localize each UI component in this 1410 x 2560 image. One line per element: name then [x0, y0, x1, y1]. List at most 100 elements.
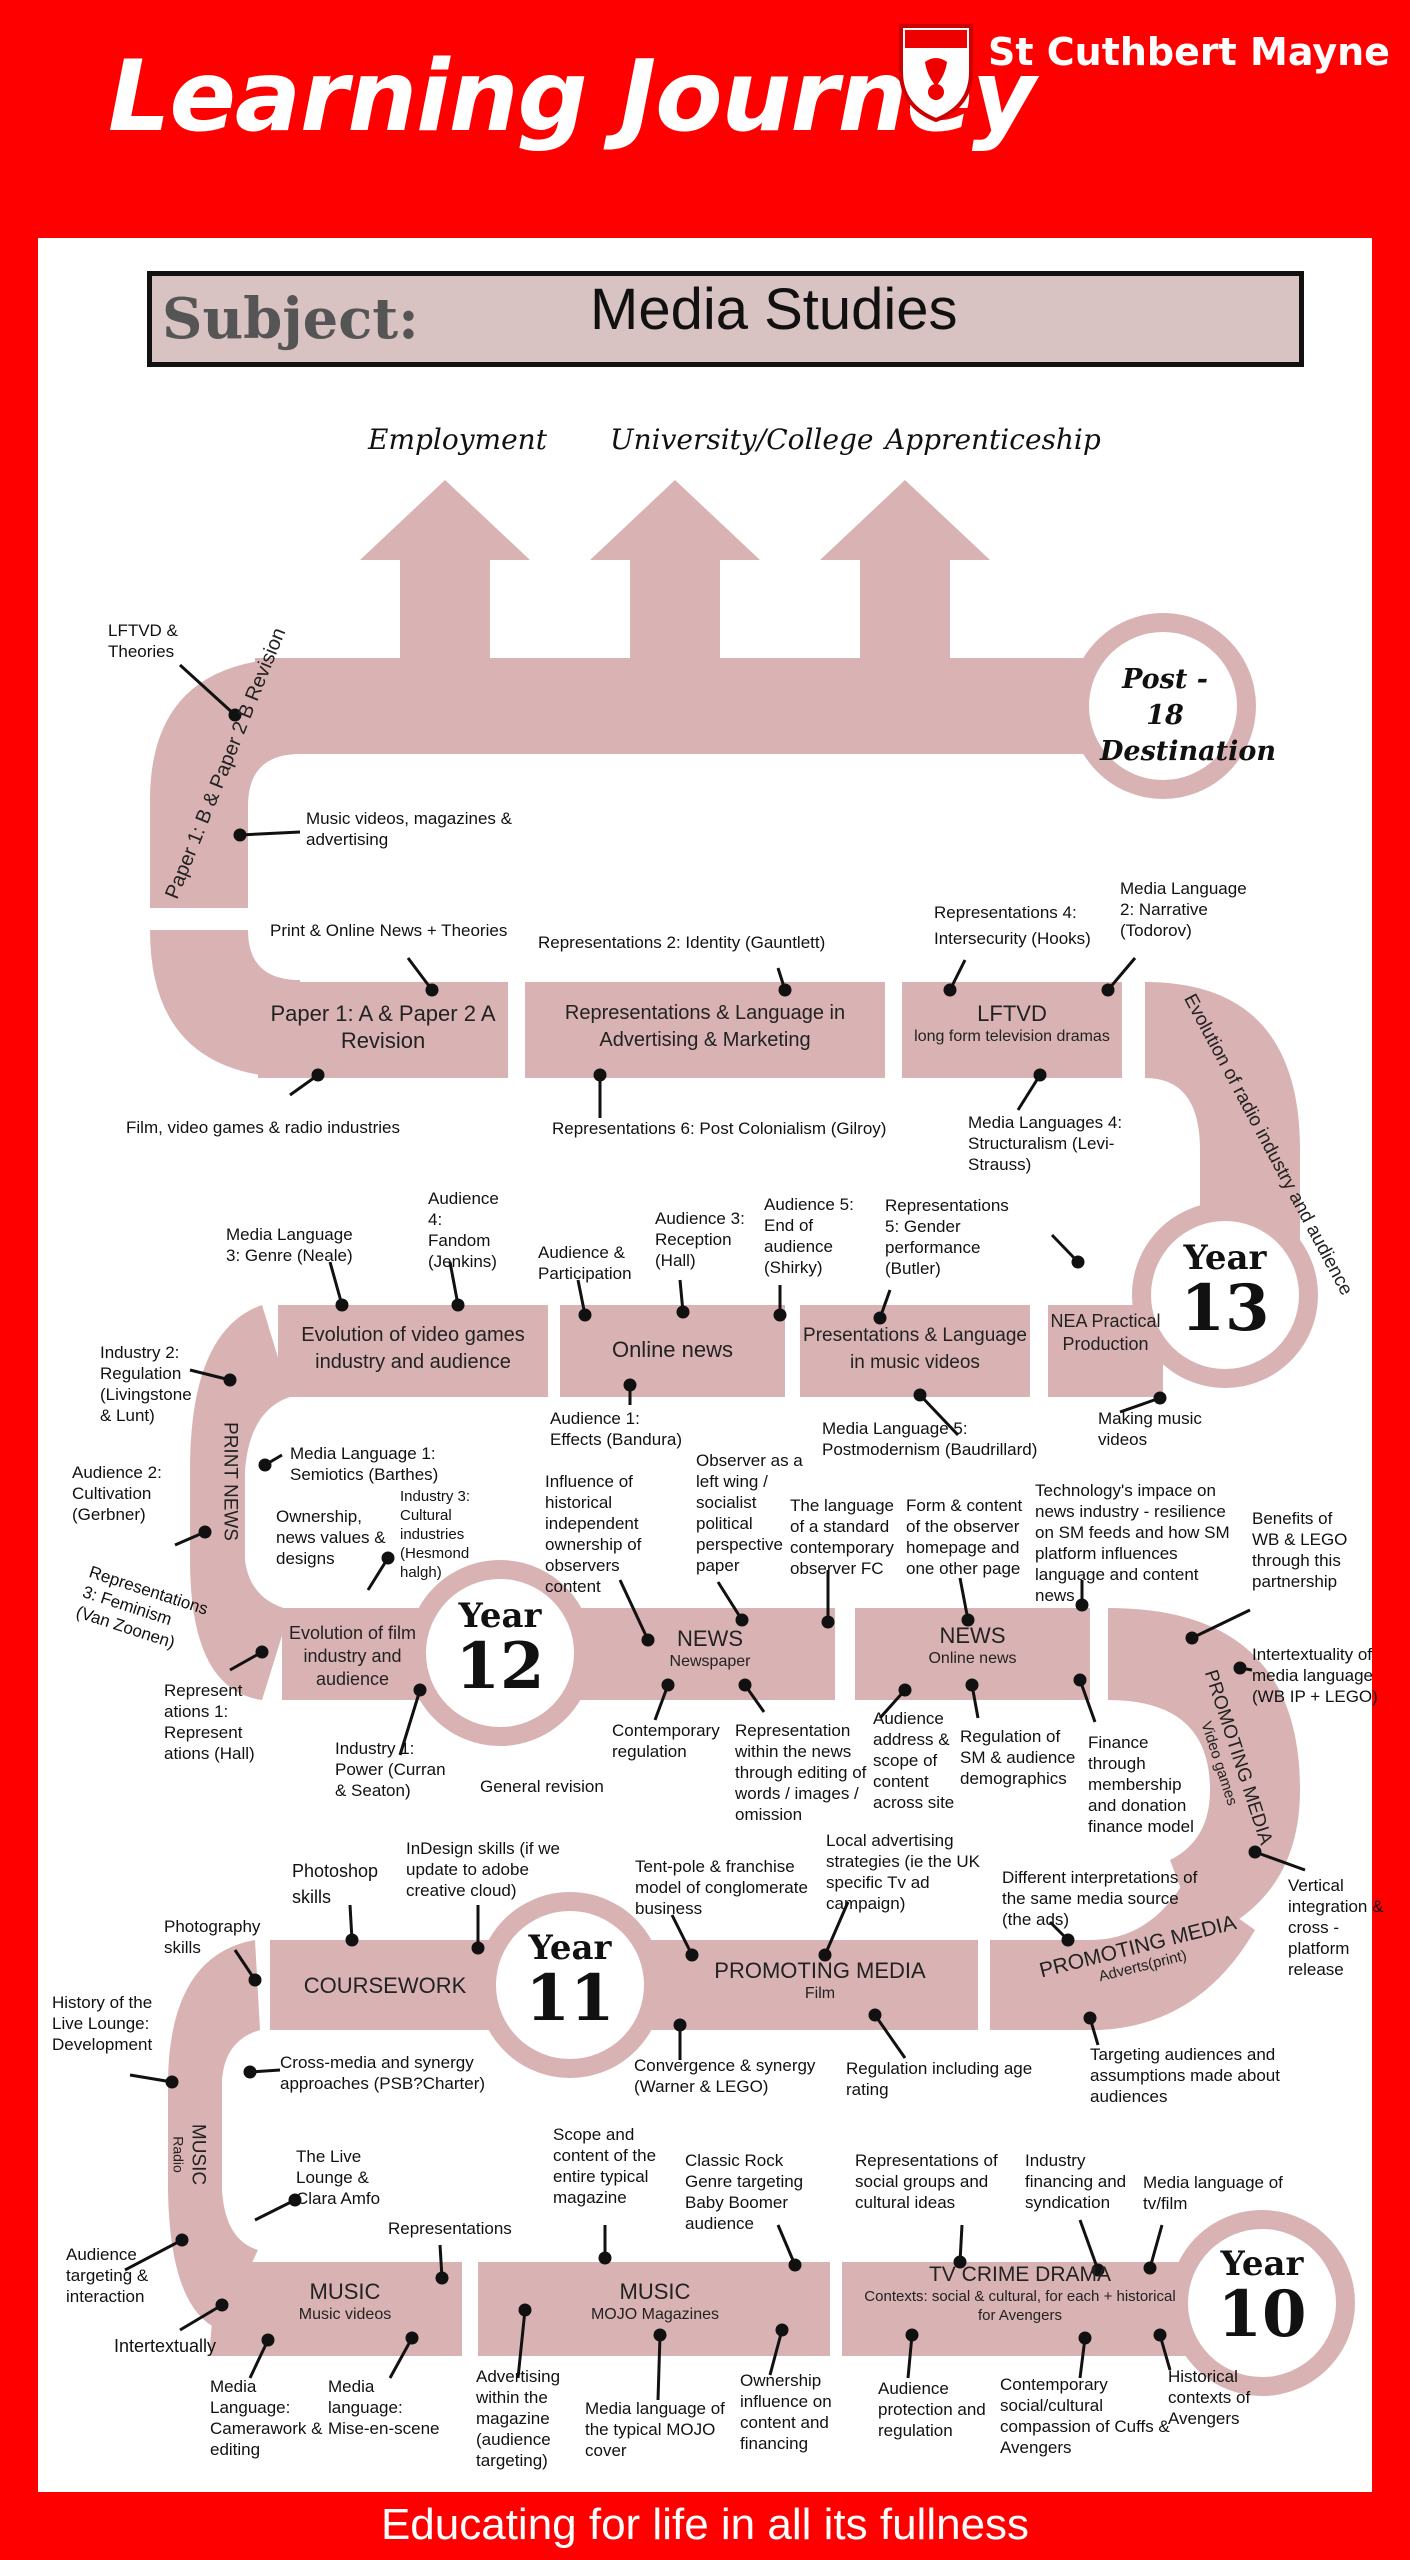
block-music-videos: Presentations & Language in music videos [803, 1325, 1027, 1373]
page-title: Learning Journey [108, 40, 1036, 154]
note-targeting-audiences: Targeting audiences and assumptions made… [1090, 2045, 1280, 2106]
block-online-news: Online news [611, 1337, 734, 1362]
note-representations-6: Representations 6: Post Colonialism (Gil… [552, 1119, 887, 1138]
note-audience-4: Audience 4: Fandom (Jenkins) [428, 1189, 499, 1271]
note-industry-1: Industry 1: Power (Curran & Seaton) [335, 1739, 446, 1800]
note-representations-social: Representations of social groups and cul… [855, 2151, 998, 2212]
note-history-live-lounge: History of the Live Lounge: Development [52, 1993, 153, 2054]
note-audience-targeting: Audience targeting & interaction [66, 2245, 149, 2306]
note-vertical-integration: Vertical integration & cross -platform r… [1288, 1876, 1384, 1979]
note-observer-homepage: Form & content of the observer homepage … [906, 1496, 1023, 1578]
note-local-advertising: Local advertising strategies (ie the UK … [826, 1831, 981, 1913]
post18-destination: Post - 18 Destination [1100, 664, 1277, 767]
note-contemporary-regulation: Contemporary regulation [612, 1721, 720, 1761]
note-audience-protection: Audience protection and regulation [878, 2379, 986, 2440]
note-advertising-magazine: Advertising within the magazine (audienc… [476, 2367, 561, 2470]
note-camerawork-editing: Media Language: Camerawork & editing [210, 2377, 323, 2459]
note-representations-1: Represent ations 1: Represent ations (Ha… [164, 1681, 255, 1763]
note-representations-5: Representations 5: Gender performance (B… [885, 1196, 1009, 1278]
note-audience-address: Audience address & scope of content acro… [873, 1709, 955, 1812]
note-film-games-radio: Film, video games & radio industries [126, 1118, 401, 1137]
destination-university: University/College [610, 423, 874, 456]
note-photoshop-skills: Photoshop skills [292, 1861, 379, 1907]
note-music-videos-magazines: Music videos, magazines & advertising [306, 809, 512, 849]
block-coursework: COURSEWORK [303, 1973, 467, 1998]
note-different-interpretations: Different interpretations of the same me… [1002, 1868, 1198, 1929]
note-influence-ownership: Influence of historical independent owne… [545, 1472, 642, 1596]
note-tent-pole: Tent-pole & franchise model of conglomer… [635, 1857, 808, 1918]
footer-tagline: Educating for life in all its fullness [380, 2500, 1030, 2549]
note-ownership-influence: Ownership influence on content and finan… [740, 2371, 832, 2453]
note-representations: Representations [388, 2219, 512, 2238]
note-industry-3: Industry 3: Cultural industries (Hesmond… [400, 1488, 471, 1581]
block-print-news: PRINT NEWS [219, 1422, 241, 1541]
note-industry-2: Industry 2: Regulation (Livingstone & Lu… [100, 1343, 192, 1425]
subject-box [147, 271, 1304, 367]
note-convergence-synergy: Convergence & synergy (Warner & LEGO) [634, 2056, 816, 2096]
note-print-online-news: Print & Online News + Theories [270, 921, 508, 940]
note-representations-4: Representations 4: Intersecurity (Hooks) [934, 903, 1091, 948]
block-nea: NEA Practical Production [1050, 1311, 1161, 1354]
note-cross-media-synergy: Cross-media and synergy approaches (PSB?… [280, 2053, 486, 2093]
note-general-revision: General revision [480, 1777, 604, 1796]
note-mise-en-scene: Media language: Mise-en-scene [328, 2377, 440, 2438]
school-crest-icon [899, 24, 973, 122]
note-audience-2: Audience 2: Cultivation (Gerbner) [72, 1463, 162, 1524]
note-contemporary-cuffs: Contemporary social/cultural compassion … [1000, 2375, 1170, 2457]
note-observer-fc: The language of a standard contemporary … [790, 1496, 894, 1578]
note-regulation-age-rating: Regulation including age rating [846, 2059, 1033, 2099]
note-lftvd-theories: LFTVD & Theories [108, 621, 178, 661]
note-representations-2: Representations 2: Identity (Gauntlett) [538, 933, 826, 952]
note-audience-3: Audience 3: Reception (Hall) [655, 1209, 745, 1270]
note-making-music-videos: Making music videos [1098, 1409, 1202, 1449]
note-industry-financing: Industry financing and syndication [1025, 2151, 1127, 2212]
arrow-apprenticeship [820, 480, 990, 660]
destination-apprenticeship: Apprenticeship [885, 423, 1101, 456]
note-audience-1: Audience 1: Effects (Bandura) [550, 1409, 682, 1449]
subject-name: Media Studies [590, 277, 958, 342]
note-indesign-skills: InDesign skills (if we update to adobe c… [406, 1839, 560, 1900]
block-reps-advertising: Representations & Language in Advertisin… [564, 1002, 846, 1051]
block-video-games: Evolution of video games industry and au… [301, 1324, 525, 1373]
block-film-evolution: Evolution of film industry and audience [288, 1623, 417, 1689]
note-representation-news-editing: Representation within the news through e… [735, 1721, 867, 1824]
note-observer-left-wing: Observer as a left wing / socialist poli… [696, 1451, 803, 1575]
note-media-language-3: Media Language 3: Genre (Neale) [226, 1225, 353, 1265]
note-finance-membership: Finance through membership and donation … [1088, 1733, 1194, 1836]
note-historical-avengers: Historical contexts of Avengers [1168, 2367, 1251, 2428]
note-audience-participation: Audience & Participation [538, 1243, 632, 1283]
arrow-university [590, 480, 760, 660]
note-media-language-2: Media Language 2: Narrative (Todorov) [1120, 879, 1247, 940]
note-media-language-tv-film: Media language of tv/film [1143, 2173, 1283, 2213]
note-media-language-1: Media Language 1: Semiotics (Barthes) [290, 1444, 439, 1484]
note-audience-5: Audience 5: End of audience (Shirky) [764, 1195, 854, 1277]
arrow-employment [360, 480, 530, 660]
note-mojo-cover: Media language of the typical MOJO cover [585, 2399, 725, 2460]
note-regulation-sm: Regulation of SM & audience demographics [960, 1727, 1076, 1788]
note-media-language-5: Media Language 5: Postmodernism (Baudril… [822, 1419, 1038, 1459]
note-technology-impact: Technology's impace on news industry - r… [1035, 1481, 1230, 1605]
note-benefits-wb-lego: Benefits of WB & LEGO through this partn… [1252, 1509, 1348, 1591]
note-intertextually: Intertextually [114, 2336, 217, 2356]
note-intertextuality-wb: Intertextuality of media language (WB IP… [1252, 1645, 1378, 1706]
destination-employment: Employment [368, 423, 547, 456]
note-live-lounge-clara: The Live Lounge & Clara Amfo [296, 2147, 381, 2208]
note-media-languages-4: Media Languages 4: Structuralism (Levi-S… [968, 1113, 1123, 1174]
note-classic-rock: Classic Rock Genre targeting Baby Boomer… [685, 2151, 804, 2233]
subject-label: Subject: [162, 286, 419, 352]
note-scope-magazine: Scope and content of the entire typical … [553, 2125, 657, 2207]
block-paper1a: Paper 1: A & Paper 2 A Revision [270, 1001, 496, 1053]
school-name: St Cuthbert Mayne [988, 30, 1390, 74]
